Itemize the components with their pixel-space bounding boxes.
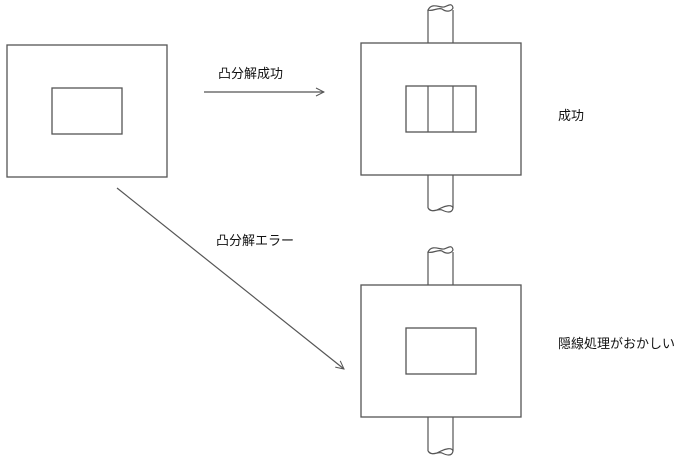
pipe-bottom	[427, 175, 454, 208]
error-result-shape	[360, 246, 522, 456]
success-arrow-label: 凸分解成功	[218, 67, 283, 82]
pipe-top-break-icon	[427, 4, 454, 12]
source-shape	[6, 44, 168, 178]
pipe-top	[427, 252, 454, 285]
inner-hole	[405, 327, 477, 375]
pipe-bottom-break-icon	[427, 448, 454, 456]
pipe-top-break-icon	[427, 246, 454, 254]
pipe-bottom	[427, 417, 454, 451]
inner-hole	[405, 85, 477, 133]
error-arrow	[116, 187, 344, 369]
pipe-bottom-break-icon	[427, 205, 454, 213]
inner-hole	[51, 87, 123, 135]
success-result-shape	[360, 4, 522, 213]
pipe-top	[427, 10, 454, 43]
error-result-label: 隠線処理がおかしい	[558, 336, 675, 352]
success-result-label: 成功	[558, 109, 584, 124]
error-arrow-label: 凸分解エラー	[216, 234, 294, 249]
